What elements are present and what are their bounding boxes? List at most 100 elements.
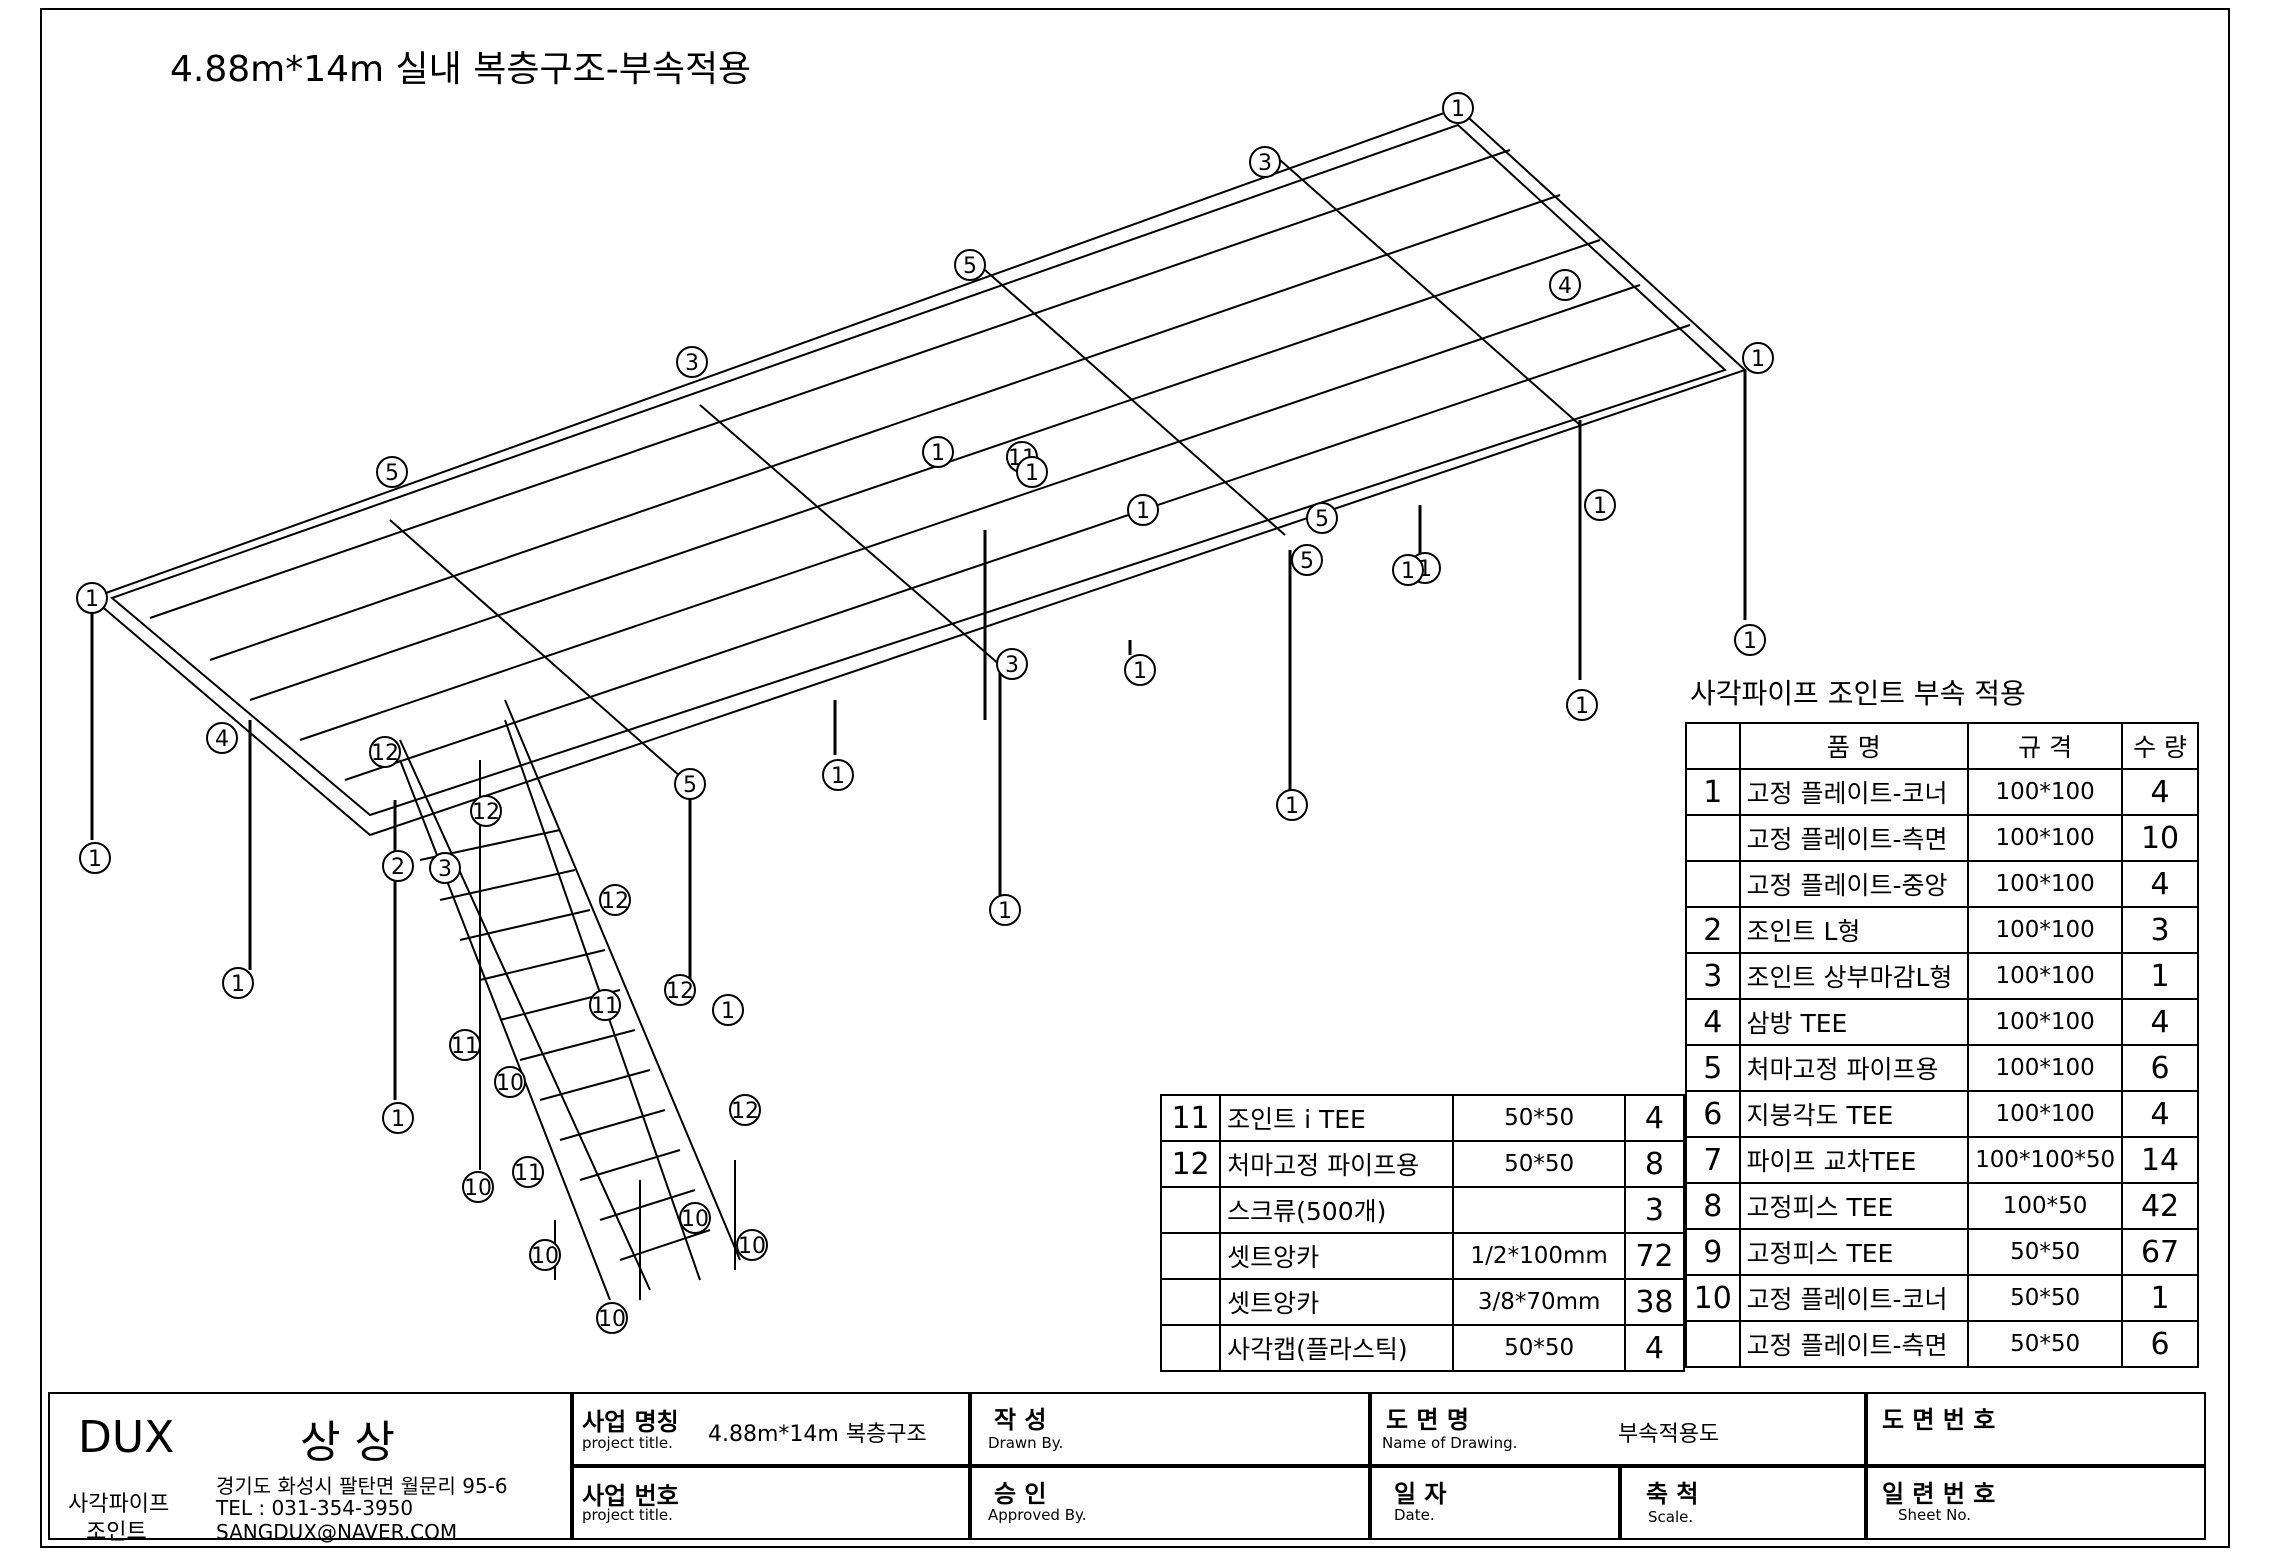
transverse-beams	[149, 149, 1691, 781]
bom-qty: 10	[2121, 814, 2199, 862]
scale-sub: Scale.	[1648, 1508, 1694, 1526]
scale-label: 축 척	[1646, 1480, 1699, 1508]
callout-number: 11	[591, 994, 619, 1019]
callout-balloon: 10	[494, 1066, 526, 1098]
product-line-1: 사각파이프	[68, 1492, 170, 1517]
callout-number: 5	[683, 773, 697, 798]
callout-balloon: 10	[529, 1239, 561, 1271]
sheet-no-cell: 일 련 번 호 Sheet No.	[1866, 1466, 2206, 1540]
callout-balloon: 10	[596, 1302, 628, 1334]
callout-balloon: 11	[449, 1029, 481, 1061]
bom-name: 조인트 상부마감L형	[1738, 952, 1970, 1000]
bom-no: 4	[1685, 998, 1741, 1046]
bom-header-name: 품 명	[1738, 722, 1970, 770]
bom-qty: 8	[1623, 1140, 1686, 1188]
bom-qty: 14	[2121, 1136, 2199, 1184]
callout-balloon: 10	[736, 1229, 768, 1261]
bom-name: 삼방 TEE	[1738, 998, 1970, 1046]
callout-balloon: 1	[922, 436, 954, 468]
frame-lines	[90, 106, 1747, 1301]
callout-balloon: 1	[1016, 456, 1048, 488]
callout-balloon: 3	[429, 852, 461, 884]
callout-number: 1	[1593, 494, 1607, 519]
bom-spec: 100*100	[1967, 998, 2124, 1046]
callout-balloon: 5	[674, 768, 706, 800]
callout-balloon: 1	[1566, 689, 1598, 721]
drawing-name-label: 도 면 명	[1386, 1406, 1469, 1434]
callout-number: 10	[681, 1207, 709, 1232]
bom-no	[1685, 860, 1741, 908]
bom-no: 11	[1159, 1094, 1222, 1142]
bom-no: 8	[1685, 1182, 1741, 1230]
callout-number: 1	[1743, 629, 1757, 654]
drawn-by-sub: Drawn By.	[988, 1434, 1064, 1452]
bom-header-spec: 규 격	[1967, 722, 2124, 770]
callout-balloon: 1	[79, 842, 111, 874]
bom-no	[1159, 1186, 1222, 1234]
company-cell: DUX 상 상 사각파이프 조인트 경기도 화성시 팔탄면 월문리 95-6 T…	[48, 1392, 572, 1545]
bom-name: 처마고정 파이프용	[1738, 1044, 1970, 1092]
date-sub: Date.	[1394, 1506, 1435, 1524]
callout-balloon: 12	[599, 884, 631, 916]
callout-balloon: 12	[664, 974, 696, 1006]
bom-no	[1685, 814, 1741, 862]
columns	[90, 370, 1747, 1100]
callout-balloon: 5	[1291, 544, 1323, 576]
bom-header-row: 품 명 규 격 수 량	[1685, 722, 2199, 770]
bom-spec: 100*100	[1967, 952, 2124, 1000]
bom-no: 1	[1685, 768, 1741, 816]
bom-name: 고정피스 TEE	[1738, 1182, 1970, 1230]
staircase	[399, 699, 741, 1301]
bom-no: 3	[1685, 952, 1741, 1000]
project-name-label: 사업 명칭	[582, 1408, 679, 1436]
bom-spec: 50*50	[1452, 1094, 1626, 1142]
bom-spec: 100*100	[1967, 1044, 2124, 1092]
bom-row: 스크류(500개)3	[1159, 1186, 1686, 1234]
callout-balloon: 1	[76, 582, 108, 614]
callout-number: 3	[1258, 151, 1272, 176]
callout-number: 1	[1133, 659, 1147, 684]
drawing-name-sub: Name of Drawing.	[1382, 1434, 1518, 1452]
bom-qty: 1	[2121, 952, 2199, 1000]
bom-name: 고정피스 TEE	[1738, 1228, 1970, 1276]
bom-qty: 1	[2121, 1274, 2199, 1322]
callout-number: 12	[666, 979, 694, 1004]
callout-balloon: 1	[1392, 554, 1424, 586]
callout-balloon: 5	[1306, 502, 1338, 534]
callout-number: 11	[514, 1161, 542, 1186]
bom-header-qty: 수 량	[2121, 722, 2199, 770]
drawing-no-cell: 도 면 번 호	[1866, 1392, 2206, 1466]
bom-name: 고정 플레이트-측면	[1738, 1320, 1970, 1368]
callout-number: 5	[1300, 549, 1314, 574]
callout-balloon: 5	[954, 249, 986, 281]
telephone: TEL : 031-354-3950	[216, 1496, 414, 1520]
bom-spec: 100*100	[1967, 1090, 2124, 1138]
bom-name: 고정 플레이트-중앙	[1738, 860, 1970, 908]
bom-qty: 4	[1623, 1094, 1686, 1142]
sheet-no-label: 일 련 번 호	[1882, 1480, 1996, 1508]
bom-name: 지붕각도 TEE	[1738, 1090, 1970, 1138]
callout-balloon: 1	[712, 994, 744, 1026]
bom-qty: 3	[2121, 906, 2199, 954]
bom-qty: 4	[2121, 860, 2199, 908]
bom-name: 스크류(500개)	[1219, 1186, 1455, 1234]
bom-name: 고정 플레이트-코너	[1738, 1274, 1970, 1322]
callout-balloon: 1	[1127, 494, 1159, 526]
callout-number: 4	[1558, 274, 1572, 299]
callout-number: 10	[598, 1307, 626, 1332]
project-name-sub: project title.	[582, 1434, 673, 1452]
callout-balloon: 3	[1249, 146, 1281, 178]
callout-balloon: 1	[222, 967, 254, 999]
scale-cell: 축 척 Scale.	[1620, 1466, 1866, 1540]
bom-name: 처마고정 파이프용	[1219, 1140, 1455, 1188]
bom-qty: 67	[2121, 1228, 2199, 1276]
